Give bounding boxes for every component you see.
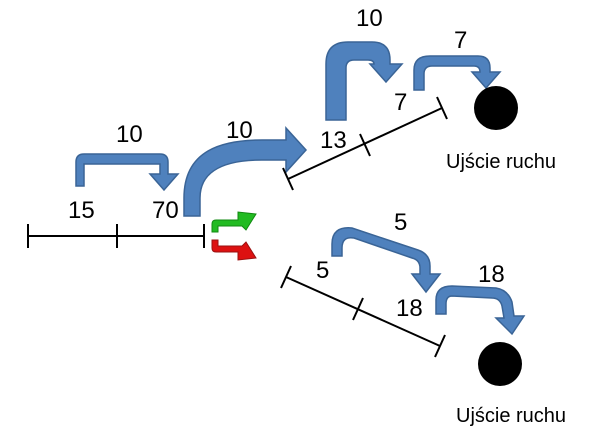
upper-outflow-arrow xyxy=(413,55,502,91)
upper-sink-circle xyxy=(474,86,518,130)
input-cell-1-value: 15 xyxy=(68,197,95,224)
upper-cell-2-value: 7 xyxy=(394,89,407,116)
upper-road-tick-start xyxy=(282,167,294,191)
input-flow-arrow xyxy=(75,153,180,192)
lower-road-tick-start xyxy=(280,265,292,289)
transfer-to-upper: 10 xyxy=(183,117,308,217)
lower-sink-circle xyxy=(478,342,522,386)
traffic-signal xyxy=(211,211,257,261)
upper-cell-1-value: 13 xyxy=(320,127,347,154)
lower-road-tick-mid xyxy=(352,297,364,321)
upper-road-tick-mid xyxy=(359,133,371,157)
upper-road: 13 7 10 7 Ujście ruchu xyxy=(282,5,556,191)
green-arrow-icon xyxy=(211,211,257,233)
lower-flow-arrow xyxy=(331,227,442,294)
upper-road-tick-end xyxy=(436,96,448,120)
transfer-arrow-upper xyxy=(183,126,308,217)
lower-cell-2-value: 18 xyxy=(396,295,423,322)
transfer-upper-value: 10 xyxy=(226,117,253,144)
input-cell-2-value: 70 xyxy=(152,197,179,224)
upper-flow-arrow xyxy=(325,41,404,121)
lower-road: 5 18 5 18 Ujście ruchu xyxy=(280,209,566,427)
lower-outflow-value: 18 xyxy=(478,261,505,288)
lower-cell-1-value: 5 xyxy=(316,257,329,284)
lower-road-tick-end xyxy=(434,334,446,358)
upper-flow-value: 10 xyxy=(356,5,383,32)
upper-outflow-value: 7 xyxy=(454,27,467,54)
lower-flow-value: 5 xyxy=(394,209,407,236)
upper-sink-label: Ujście ruchu xyxy=(446,151,556,173)
input-flow-value: 10 xyxy=(116,121,143,148)
lower-outflow-arrow xyxy=(435,285,526,336)
lower-road-line xyxy=(285,276,441,347)
red-arrow-icon xyxy=(211,239,257,261)
lower-sink-label: Ujście ruchu xyxy=(456,405,566,427)
input-road: 15 70 10 xyxy=(27,121,205,248)
